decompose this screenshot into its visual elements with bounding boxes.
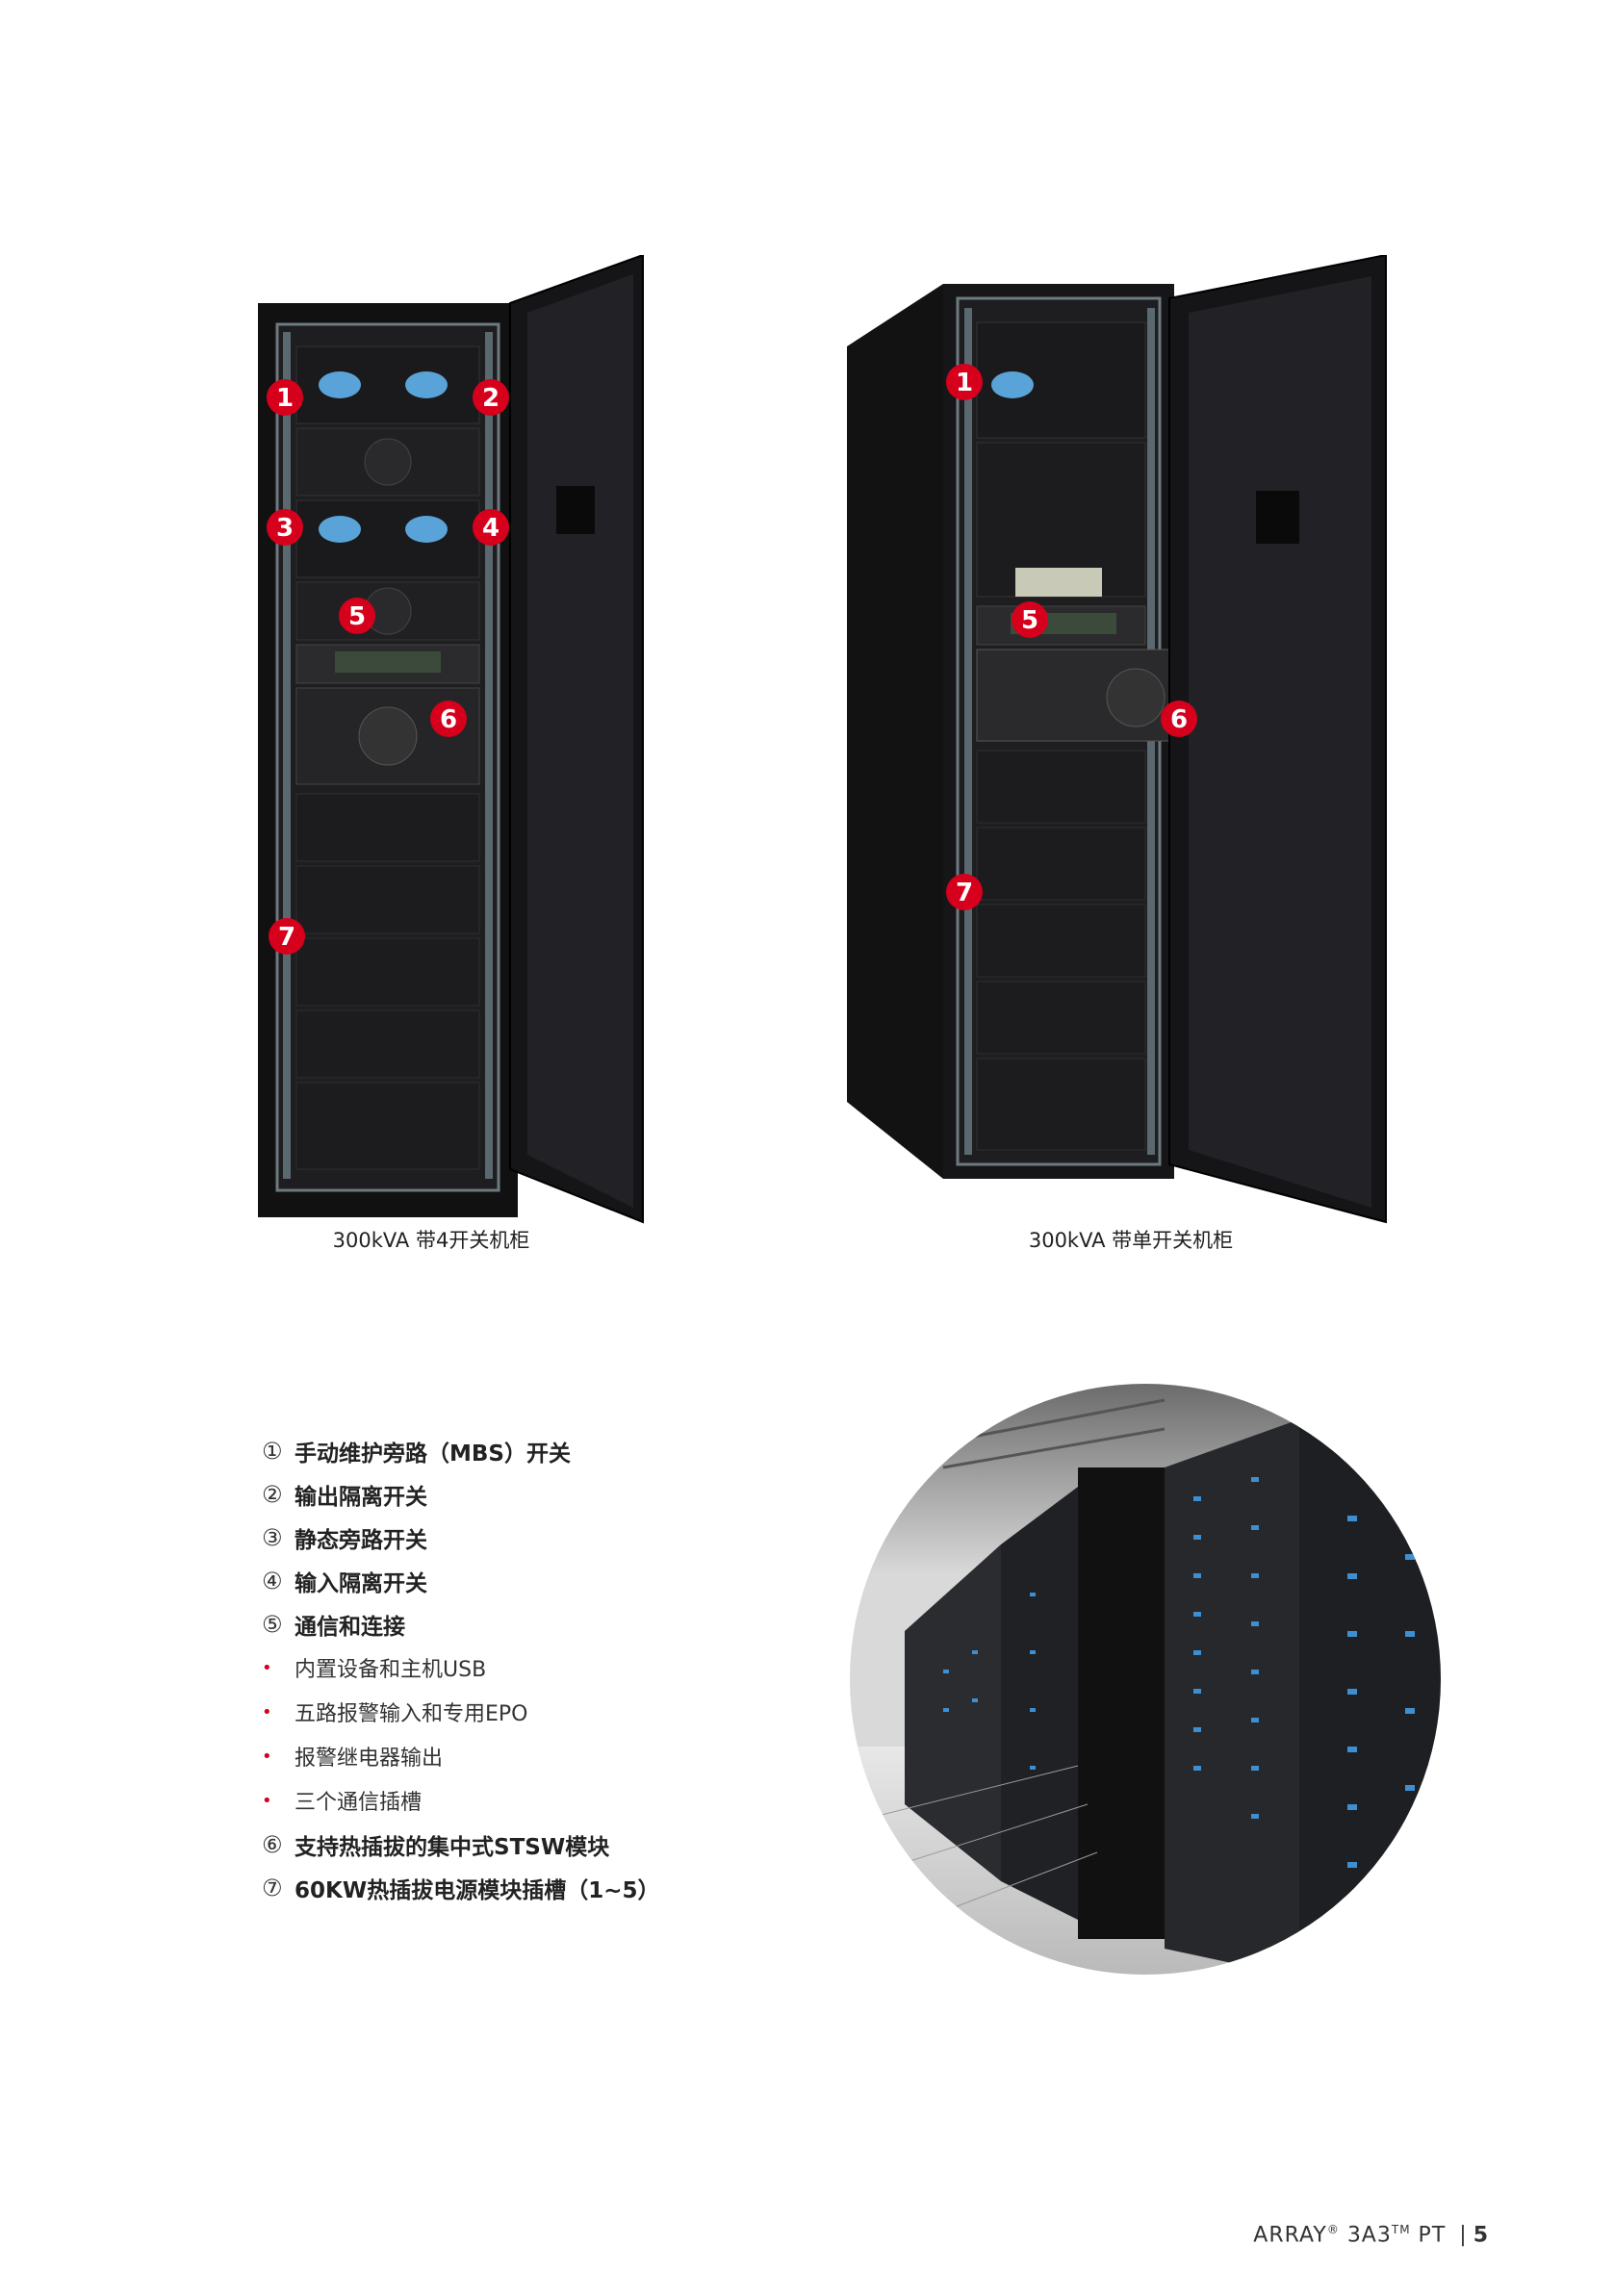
page-number: 5 <box>1473 2223 1489 2248</box>
feature-subitem: •报警继电器输出 <box>262 1746 444 1772</box>
marker-5: 5 <box>1021 606 1038 635</box>
marker-6: 6 <box>440 705 457 734</box>
cabinet-4-switch-caption: 300kVA 带4开关机柜 <box>332 1229 530 1252</box>
marker-1: 1 <box>956 369 973 397</box>
feature-subitem: •内置设备和主机USB <box>262 1657 487 1683</box>
cabinet-single-switch-image: 1 5 6 7 <box>847 255 1387 1224</box>
marker-4: 4 <box>482 514 500 543</box>
marker-3: 3 <box>276 514 294 543</box>
marker-7: 7 <box>956 879 973 907</box>
cabinet-single-switch-caption: 300kVA 带单开关机柜 <box>1028 1229 1234 1252</box>
page-footer: ARRAY® 3A3TM PT |5 <box>1253 2223 1489 2248</box>
cabinet-4-switch-image: 1 2 3 4 5 6 7 <box>258 255 644 1224</box>
feature-subitem: •三个通信插槽 <box>262 1790 423 1816</box>
marker-7: 7 <box>278 923 295 952</box>
marker-5: 5 <box>348 602 366 631</box>
marker-2: 2 <box>482 384 500 413</box>
datacenter-photo <box>850 1384 1441 1975</box>
marker-1: 1 <box>276 384 294 413</box>
marker-6: 6 <box>1170 705 1188 734</box>
feature-subitem: •五路报警输入和专用EPO <box>262 1701 528 1727</box>
